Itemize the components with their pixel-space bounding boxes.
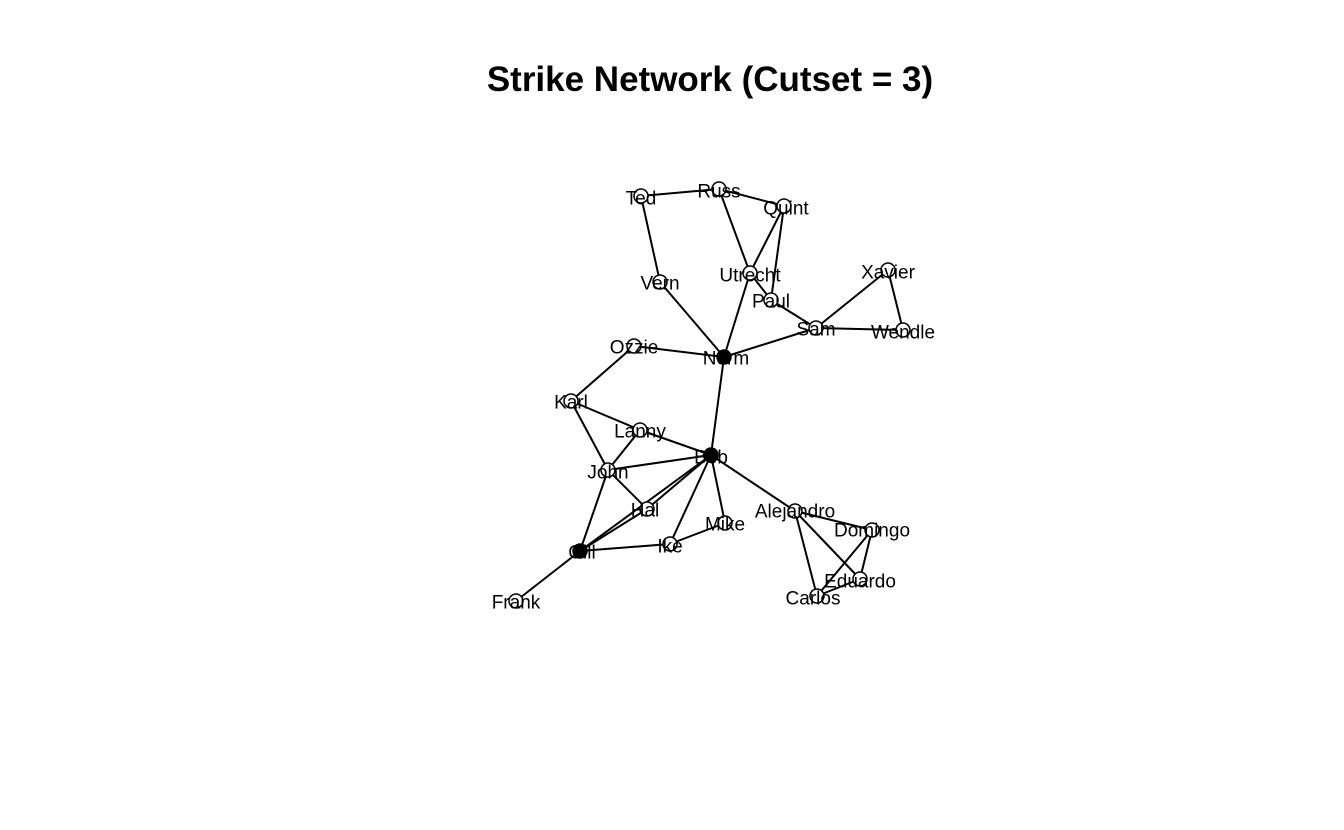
edge-bob-ike — [669, 454, 712, 545]
node-domingo — [864, 522, 880, 538]
node-label-mike: Mike — [705, 515, 745, 536]
edge-paul-sam — [770, 299, 817, 329]
node-mike — [717, 515, 733, 531]
edge-quint-paul — [770, 205, 785, 301]
plot-title: Strike Network (Cutset = 3) — [486, 60, 934, 99]
edge-domingo-eduardo — [859, 529, 873, 580]
node-russ — [711, 181, 727, 197]
node-eduardo — [852, 571, 868, 587]
edge-john-gill — [579, 469, 609, 552]
node-karl — [563, 393, 579, 409]
node-label-lanny: Lanny — [614, 422, 666, 443]
node-label-vern: Vern — [640, 274, 679, 295]
node-xavier — [880, 262, 896, 278]
node-bob — [703, 447, 719, 463]
edge-domingo-carlos — [816, 529, 873, 597]
node-ozzie — [626, 338, 642, 354]
node-lanny — [632, 422, 648, 438]
edge-lanny-john — [607, 429, 641, 471]
node-label-karl: Karl — [554, 393, 588, 414]
node-label-alejandro: Alejandro — [755, 502, 835, 523]
node-label-russ: Russ — [697, 182, 740, 203]
edge-mike-ike — [669, 522, 726, 545]
node-hal — [639, 501, 655, 517]
edge-vern-norm — [659, 281, 725, 358]
node-label-ozzie: Ozzie — [610, 338, 659, 359]
edge-john-bob — [607, 454, 712, 471]
node-label-utrecht: Utrecht — [719, 266, 781, 287]
node-label-ike: Ike — [657, 537, 682, 558]
node-label-frank: Frank — [492, 593, 541, 614]
edge-ike-gill — [579, 543, 671, 552]
edge-ted-russ — [640, 188, 720, 197]
node-gill — [572, 543, 588, 559]
node-vern — [652, 274, 668, 290]
node-label-carlos: Carlos — [786, 589, 841, 610]
edge-bob-mike — [710, 454, 726, 524]
nodes-layer — [508, 181, 911, 609]
node-label-quint: Quint — [763, 199, 809, 220]
node-ike — [662, 536, 678, 552]
node-label-john: John — [587, 463, 628, 484]
edge-sam-wendle — [815, 327, 904, 331]
edge-xavier-wendle — [887, 269, 904, 331]
edge-alejandro-carlos — [794, 510, 818, 597]
edge-quint-utrecht — [749, 205, 785, 274]
node-label-norm: Norm — [703, 349, 749, 370]
edge-russ-quint — [718, 188, 785, 207]
edge-bob-alejandro — [710, 454, 796, 512]
node-ted — [633, 188, 649, 204]
edge-ozzie-karl — [570, 345, 635, 402]
node-quint — [776, 198, 792, 214]
node-label-paul: Paul — [752, 292, 790, 313]
node-label-hal: Hal — [631, 501, 660, 522]
node-sam — [808, 320, 824, 336]
edge-russ-utrecht — [718, 188, 751, 274]
node-label-eduardo: Eduardo — [824, 572, 896, 593]
node-john — [600, 462, 616, 478]
edge-utrecht-norm — [723, 272, 751, 358]
node-label-wendle: Wendle — [871, 323, 935, 344]
node-label-xavier: Xavier — [861, 263, 916, 284]
edge-karl-john — [570, 400, 609, 471]
node-label-bob: Bob — [694, 448, 728, 469]
edges-layer — [515, 188, 904, 602]
node-utrecht — [742, 265, 758, 281]
edge-alejandro-eduardo — [794, 510, 861, 580]
edge-john-hal — [607, 469, 648, 510]
edge-lanny-bob — [639, 429, 712, 456]
edge-alejandro-domingo — [794, 510, 873, 531]
node-label-ted: Ted — [626, 189, 657, 210]
node-frank — [508, 593, 524, 609]
node-label-sam: Sam — [796, 320, 835, 341]
edge-gill-frank — [515, 550, 581, 602]
node-carlos — [809, 588, 825, 604]
node-paul — [763, 292, 779, 308]
edge-karl-lanny — [570, 400, 641, 431]
node-alejandro — [787, 503, 803, 519]
edge-sam-norm — [723, 327, 817, 358]
node-label-domingo: Domingo — [834, 521, 910, 542]
edge-ozzie-norm — [633, 345, 725, 358]
node-wendle — [895, 322, 911, 338]
node-norm — [716, 349, 732, 365]
node-label-gill: Gill — [568, 543, 595, 564]
edge-norm-bob — [710, 356, 725, 456]
edge-xavier-sam — [815, 269, 889, 329]
edge-ted-vern — [640, 195, 661, 283]
